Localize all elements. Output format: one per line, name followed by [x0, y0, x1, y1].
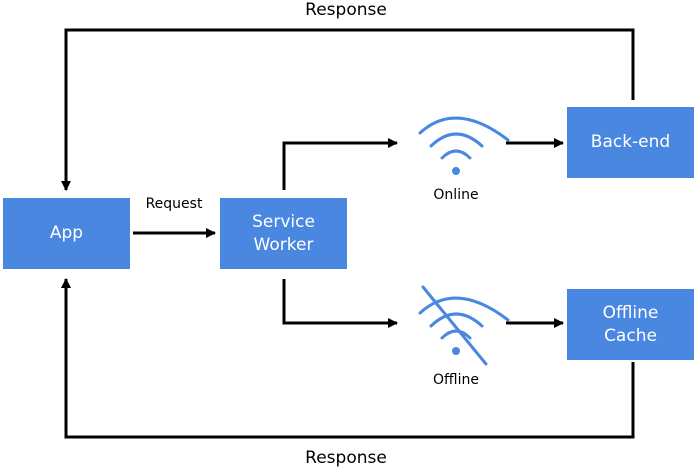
online-label: Online: [433, 187, 479, 203]
worker-to-online-arrow: [282, 138, 398, 190]
app-node: App: [3, 198, 130, 269]
worker-to-offline-arrow: [282, 279, 398, 328]
response-bottom-connector: [61, 278, 635, 439]
response-top-connector: [61, 28, 635, 191]
app-label: App: [49, 223, 84, 243]
wifi-icon: [418, 116, 510, 175]
response-bottom-label: Response: [305, 448, 387, 468]
request-label: Request: [145, 196, 203, 212]
offline-cache-label: Offline Cache: [602, 302, 659, 346]
service-worker-label: Service Worker: [252, 211, 315, 255]
offline-label: Offline: [433, 372, 479, 388]
backend-label: Back-end: [590, 132, 671, 152]
response-top-label: Response: [305, 0, 387, 20]
service-worker-node: Service Worker: [220, 198, 347, 269]
backend-node: Back-end: [567, 107, 694, 178]
wifi-off-icon: [418, 285, 510, 366]
offline-cache-node: Offline Cache: [567, 289, 694, 360]
